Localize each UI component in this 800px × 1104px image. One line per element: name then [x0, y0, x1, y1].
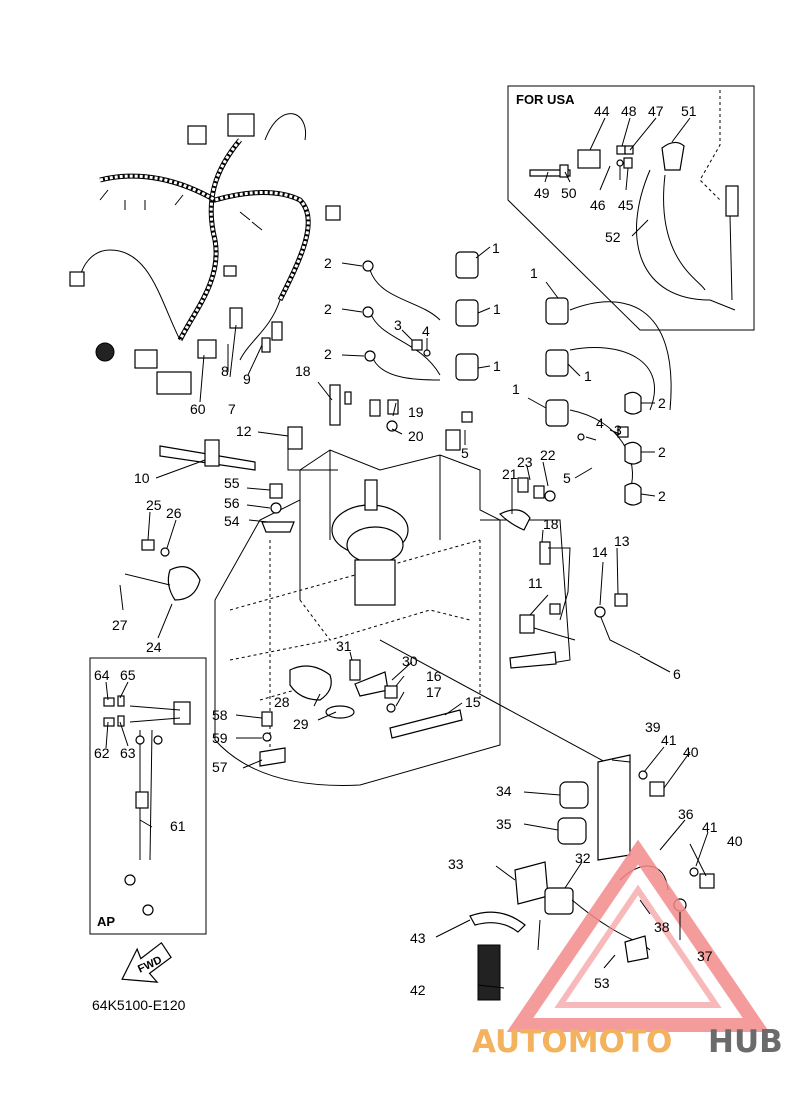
callout-3: 3	[394, 317, 402, 333]
callout-41: 41	[702, 819, 718, 835]
callout-46: 46	[590, 197, 606, 213]
callout-5: 5	[563, 470, 571, 486]
callout-21: 21	[502, 466, 518, 482]
callout-53: 53	[594, 975, 610, 991]
callout-2: 2	[658, 395, 666, 411]
callout-40: 40	[683, 744, 699, 760]
callout-2: 2	[324, 255, 332, 271]
callout-58: 58	[212, 707, 228, 723]
callout-41: 41	[661, 732, 677, 748]
callout-38: 38	[654, 919, 670, 935]
ap-title: AP	[97, 914, 115, 929]
callout-16: 16	[426, 668, 442, 684]
callout-60: 60	[190, 401, 206, 417]
callout-63: 63	[120, 745, 136, 761]
callout-14: 14	[592, 544, 608, 560]
callout-4: 4	[422, 323, 430, 339]
watermark-logo: AUTOMOTO HUB	[472, 839, 783, 1060]
callout-22: 22	[540, 447, 556, 463]
callout-39: 39	[645, 719, 661, 735]
wire-harness	[69, 113, 341, 395]
callout-2: 2	[324, 301, 332, 317]
callout-26: 26	[166, 505, 182, 521]
watermark-text-hub: HUB	[708, 1024, 783, 1060]
callout-45: 45	[618, 197, 634, 213]
callout-34: 34	[496, 783, 512, 799]
callout-8: 8	[221, 363, 229, 379]
callout-11: 11	[528, 575, 543, 591]
callout-59: 59	[212, 730, 228, 746]
callout-36: 36	[678, 806, 694, 822]
callout-4: 4	[596, 415, 604, 431]
callout-28: 28	[274, 694, 290, 710]
callout-51: 51	[681, 103, 697, 119]
ap-inset: AP	[89, 657, 207, 935]
callout-10: 10	[134, 470, 150, 486]
callout-19: 19	[408, 404, 424, 420]
callout-20: 20	[408, 428, 424, 444]
for-usa-title: FOR USA	[516, 92, 575, 107]
callout-5: 5	[461, 445, 469, 461]
callout-2: 2	[658, 444, 666, 460]
callout-48: 48	[621, 103, 637, 119]
callout-52: 52	[605, 229, 621, 245]
callout-30: 30	[402, 653, 418, 669]
callout-49: 49	[534, 185, 550, 201]
leader-lines	[105, 117, 709, 989]
callout-62: 62	[94, 745, 110, 761]
callout-55: 55	[224, 475, 240, 491]
callout-17: 17	[426, 684, 442, 700]
callout-56: 56	[224, 495, 240, 511]
callout-2: 2	[324, 346, 332, 362]
callout-47: 47	[648, 103, 664, 119]
callout-64: 64	[94, 667, 110, 683]
ignition-coils	[362, 251, 672, 506]
callout-13: 13	[614, 533, 630, 549]
callout-1: 1	[493, 358, 501, 374]
callout-1: 1	[493, 301, 501, 317]
callout-44: 44	[594, 103, 610, 119]
callout-37: 37	[697, 948, 713, 964]
callout-42: 42	[410, 982, 426, 998]
callout-54: 54	[224, 513, 240, 529]
callout-15: 15	[465, 694, 481, 710]
callout-24: 24	[146, 639, 162, 655]
callout-9: 9	[243, 371, 251, 387]
callout-1: 1	[492, 240, 500, 256]
callout-35: 35	[496, 816, 512, 832]
fwd-arrow: FWD	[121, 941, 172, 983]
callout-23: 23	[517, 454, 533, 470]
callout-32: 32	[575, 850, 591, 866]
callout-31: 31	[336, 638, 352, 654]
callout-6: 6	[673, 666, 681, 682]
callout-1: 1	[584, 368, 592, 384]
callout-7: 7	[228, 401, 236, 417]
callout-2: 2	[658, 488, 666, 504]
watermark-text-auto: AUTOMOTO	[472, 1024, 672, 1060]
for-usa-inset: FOR USA	[507, 85, 755, 331]
components	[124, 384, 641, 771]
callout-43: 43	[410, 930, 426, 946]
callout-12: 12	[236, 423, 252, 439]
callout-1: 1	[530, 265, 538, 281]
callout-50: 50	[561, 185, 577, 201]
callout-27: 27	[112, 617, 128, 633]
callout-18: 18	[543, 516, 559, 532]
diagram-code: 64K5100-E120	[92, 997, 186, 1013]
callout-3: 3	[614, 422, 622, 438]
callout-29: 29	[293, 716, 309, 732]
engine-block-outline	[214, 449, 571, 786]
callout-61: 61	[170, 818, 186, 834]
lower-right-assembly	[469, 754, 715, 1001]
callout-18: 18	[295, 363, 311, 379]
callout-labels: 1 1 1 1 1 1 1 2 2 2 2 2 2 3 3 4 4 5 5 6 …	[94, 103, 743, 998]
callout-40: 40	[727, 833, 743, 849]
callout-1: 1	[512, 381, 520, 397]
callout-25: 25	[146, 497, 162, 513]
callout-33: 33	[448, 856, 464, 872]
callout-57: 57	[212, 759, 228, 775]
callout-65: 65	[120, 667, 136, 683]
